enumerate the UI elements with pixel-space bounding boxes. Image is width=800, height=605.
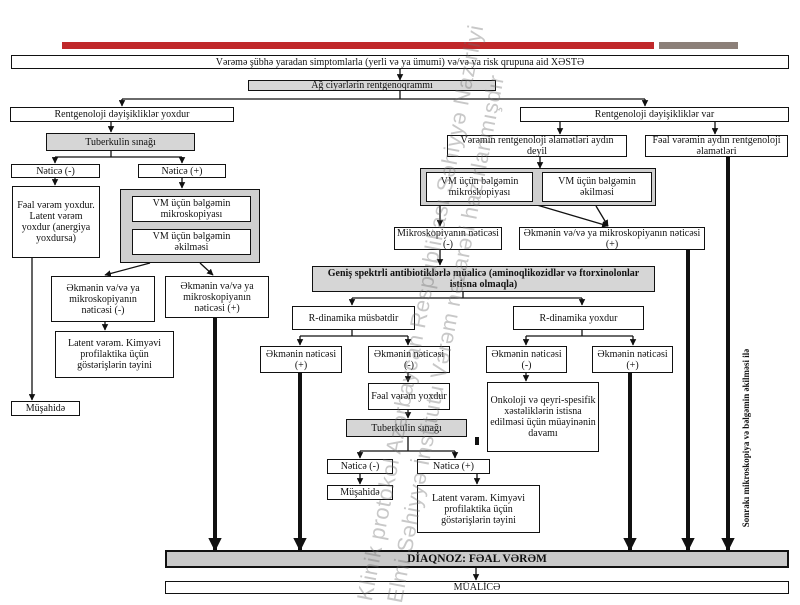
- node-r-dynamics-no: R-dinamika yoxdur: [513, 306, 644, 330]
- node-no-active-tb: Fəal vərəm yoxdur. Latent vərəm yoxdur (…: [12, 186, 100, 258]
- node-no-changes: Rentgenoloji dəyişikliklər yoxdur: [10, 107, 234, 122]
- node-culture-pos-a: Əkmənin nəticəsi (+): [260, 346, 342, 373]
- node-result-pos-left: Nəticə (+): [138, 164, 226, 178]
- arrow-vm-to-neg: [104, 262, 151, 277]
- arrow-vm-to-pos: [199, 262, 214, 276]
- arrow-vm-to-culture-pos-b: [595, 205, 609, 227]
- node-vm-microscopy-right: VM üçün bəlgəmin mikroskopiyası: [426, 172, 533, 202]
- node-diagnosis: DİAQNOZ: FƏAL VƏRƏM: [165, 550, 789, 568]
- node-result-pos-mid: Nəticə (+): [417, 459, 490, 474]
- node-culture-pos-b: Əkmənin nəticəsi (+): [592, 346, 673, 373]
- vm-group-right: VM üçün bəlgəmin mikroskopiyası VM üçün …: [420, 168, 656, 206]
- node-xray-clear: Fəal vərəmin aydın rentgenoloji əlamətlə…: [645, 135, 788, 157]
- node-xray-not-clear: Vərəmin rentgenoloji əlamətləri aydın de…: [447, 135, 627, 157]
- node-culture-pos-left: Əkmənin və/və ya mikroskopiyanın nəticəs…: [165, 276, 269, 318]
- node-culture-neg-b: Əkmənin nəticəsi (-): [486, 346, 567, 373]
- vm-group-left: VM üçün bəlgəmin mikroskopiyası VM üçün …: [120, 189, 260, 263]
- node-vm-microscopy-left: VM üçün bəlgəmin mikroskopiyası: [132, 196, 251, 222]
- node-vm-culture-left: VM üçün bəlgəmin əkilməsi: [132, 229, 251, 255]
- node-observation-mid: Müşahidə: [327, 485, 393, 500]
- node-result-neg-left: Nəticə (-): [11, 164, 100, 178]
- node-tuberculin-left: Tuberkulin sınağı: [46, 133, 195, 151]
- node-r-dynamics-yes: R-dinamika müsbətdir: [292, 306, 415, 330]
- node-culture-neg-a: Əkmənin nəticəsi (-): [368, 346, 450, 373]
- header-accent-bar: [62, 42, 654, 49]
- node-xray: Ağ ciyərlərin rentgenoqrammı: [248, 80, 496, 91]
- node-latent-mid: Latent vərəm. Kimyəvi profilaktika üçün …: [417, 485, 540, 533]
- node-culture-neg-left: Əkmənin və/və ya mikroskopiyanın nəticəs…: [51, 276, 155, 322]
- node-observation-left: Müşahidə: [11, 401, 80, 416]
- node-antibiotics: Geniş spektrli antibiotiklərlə müalicə (…: [312, 266, 655, 292]
- node-patient: Vərəmə şübhə yaradan simptomlarla (yerli…: [11, 55, 789, 69]
- node-oncology: Onkoloji və qeyri-spesifik xəstəliklərin…: [487, 382, 599, 452]
- node-changes: Rentgenoloji dəyişikliklər var: [520, 107, 789, 122]
- node-vm-culture-right: VM üçün bəlgəmin əkilməsi: [542, 172, 652, 202]
- node-microscopy-neg: Mikroskopiyanın nəticəsi (-): [394, 227, 502, 250]
- node-result-neg-mid: Nəticə (-): [327, 459, 393, 474]
- node-no-active-tb-mid: Fəal vərəm yoxdur: [368, 383, 450, 410]
- vertical-label-followup: Sonrakı mikroskopiya və bəlgəmin əkilməs…: [741, 348, 751, 528]
- node-culture-pos-mid: Əkmənin və/və ya mikroskopiyanın nəticəs…: [519, 227, 705, 250]
- node-latent-left: Latent vərəm. Kimyəvi profilaktika üçün …: [55, 331, 174, 378]
- node-tuberculin-mid: Tuberkulin sınağı: [346, 419, 467, 437]
- node-treatment: MÜALİCƏ: [165, 581, 789, 594]
- header-secondary-bar: [659, 42, 738, 49]
